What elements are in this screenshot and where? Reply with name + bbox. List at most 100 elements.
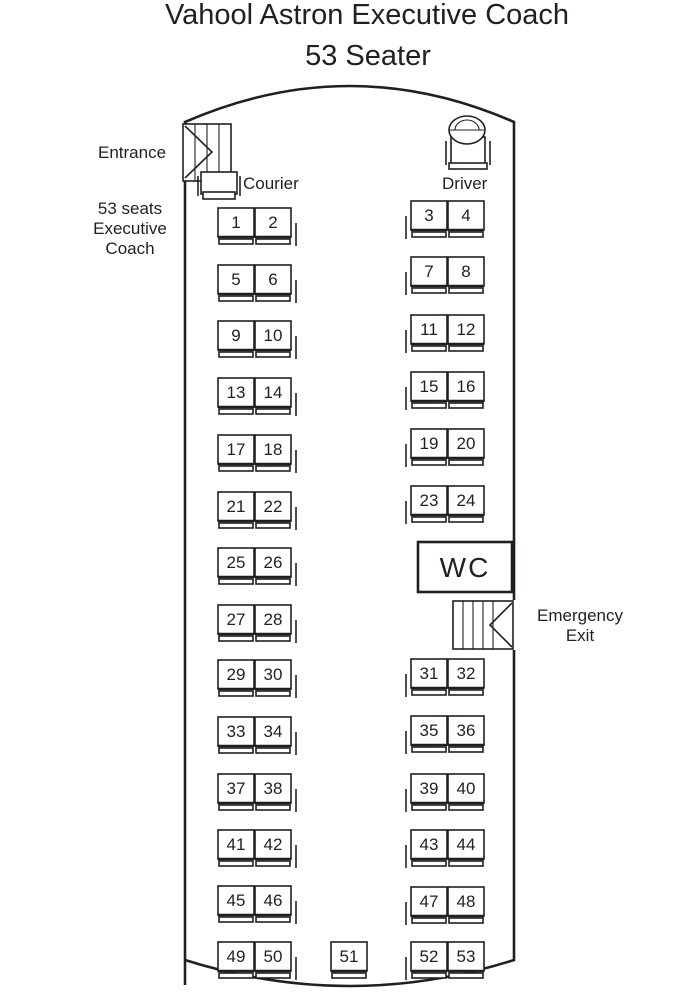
seat-7[interactable]: 7 — [410, 256, 448, 294]
seat-24[interactable]: 24 — [447, 485, 485, 523]
capacity-label-line3: Coach — [105, 239, 154, 258]
seat-41[interactable]: 41 — [217, 829, 255, 867]
seat-number: 6 — [268, 270, 277, 289]
seat-number: 44 — [457, 835, 476, 854]
seat-17[interactable]: 17 — [217, 434, 255, 472]
driver-seat — [445, 115, 491, 170]
seat-8[interactable]: 8 — [447, 256, 485, 294]
seat-51[interactable]: 51 — [330, 941, 368, 979]
seat-number: 30 — [264, 665, 283, 684]
seat-number: 4 — [461, 206, 470, 225]
seat-number: 18 — [264, 440, 283, 459]
seat-19[interactable]: 19 — [410, 428, 448, 466]
seat-37[interactable]: 37 — [217, 773, 255, 811]
seat-22[interactable]: 22 — [254, 491, 292, 529]
seat-number: 43 — [420, 835, 439, 854]
seat-number: 32 — [457, 664, 476, 683]
seat-number: 8 — [461, 262, 470, 281]
seat-15[interactable]: 15 — [410, 371, 448, 409]
seat-43[interactable]: 43 — [410, 829, 448, 867]
seat-31[interactable]: 31 — [410, 658, 448, 696]
driver-label: Driver — [442, 174, 488, 193]
seat-number: 37 — [227, 779, 246, 798]
seat-number: 24 — [457, 491, 476, 510]
seat-40[interactable]: 40 — [447, 773, 485, 811]
seat-34[interactable]: 34 — [254, 716, 292, 754]
seat-27[interactable]: 27 — [217, 604, 255, 642]
seat-32[interactable]: 32 — [447, 658, 485, 696]
seat-49[interactable]: 49 — [217, 941, 255, 979]
seat-number: 7 — [424, 262, 433, 281]
seat-30[interactable]: 30 — [254, 659, 292, 697]
seat-number: 45 — [227, 891, 246, 910]
seat-5[interactable]: 5 — [217, 264, 255, 302]
seat-4[interactable]: 4 — [447, 200, 485, 238]
seat-26[interactable]: 26 — [254, 547, 292, 585]
seat-number: 29 — [227, 665, 246, 684]
seat-25[interactable]: 25 — [217, 547, 255, 585]
seat-number: 23 — [420, 491, 439, 510]
emergency-exit-label-line2: Exit — [566, 626, 595, 645]
seat-10[interactable]: 10 — [254, 320, 292, 358]
seat-2[interactable]: 2 — [254, 207, 292, 245]
seat-number: 34 — [264, 722, 283, 741]
seat-53[interactable]: 53 — [447, 941, 485, 979]
capacity-label-line1: 53 seats — [98, 199, 162, 218]
seat-29[interactable]: 29 — [217, 659, 255, 697]
seat-number: 16 — [457, 377, 476, 396]
seat-33[interactable]: 33 — [217, 716, 255, 754]
seat-23[interactable]: 23 — [410, 485, 448, 523]
seat-number: 50 — [264, 947, 283, 966]
seat-number: 12 — [457, 320, 476, 339]
seat-number: 2 — [268, 213, 277, 232]
seat-number: 14 — [264, 383, 283, 402]
seat-number: 21 — [227, 497, 246, 516]
emergency-exit — [452, 600, 514, 650]
page-title-line2: 53 Seater — [305, 40, 431, 72]
seat-21[interactable]: 21 — [217, 491, 255, 529]
seat-48[interactable]: 48 — [447, 886, 485, 924]
seat-number: 49 — [227, 947, 246, 966]
seat-number: 40 — [457, 779, 476, 798]
seat-16[interactable]: 16 — [447, 371, 485, 409]
seat-number: 11 — [420, 320, 438, 339]
seat-35[interactable]: 35 — [410, 715, 448, 753]
seat-39[interactable]: 39 — [410, 773, 448, 811]
seat-3[interactable]: 3 — [410, 200, 448, 238]
seat-50[interactable]: 50 — [254, 941, 292, 979]
seat-36[interactable]: 36 — [447, 715, 485, 753]
wc-label: WC — [440, 552, 491, 583]
seat-44[interactable]: 44 — [447, 829, 485, 867]
seat-18[interactable]: 18 — [254, 434, 292, 472]
seat-12[interactable]: 12 — [447, 314, 485, 352]
seat-6[interactable]: 6 — [254, 264, 292, 302]
seat-number: 31 — [420, 664, 439, 683]
seat-52[interactable]: 52 — [410, 941, 448, 979]
emergency-exit-label-line1: Emergency — [537, 606, 623, 625]
seat-number: 46 — [264, 891, 283, 910]
seat-1[interactable]: 1 — [217, 207, 255, 245]
seat-number: 19 — [420, 434, 439, 453]
seat-20[interactable]: 20 — [447, 428, 485, 466]
seat-42[interactable]: 42 — [254, 829, 292, 867]
wc-cabin: WC — [416, 540, 514, 594]
seat-11[interactable]: 11 — [410, 314, 448, 352]
seat-number: 20 — [457, 434, 476, 453]
seat-number: 42 — [264, 835, 283, 854]
seat-45[interactable]: 45 — [217, 885, 255, 923]
seat-28[interactable]: 28 — [254, 604, 292, 642]
seat-14[interactable]: 14 — [254, 377, 292, 415]
seat-38[interactable]: 38 — [254, 773, 292, 811]
seat-46[interactable]: 46 — [254, 885, 292, 923]
seat-number: 5 — [231, 270, 240, 289]
seat-number: 33 — [227, 722, 246, 741]
seat-number: 36 — [457, 721, 476, 740]
capacity-label-line2: Executive — [93, 219, 167, 238]
seat-47[interactable]: 47 — [410, 886, 448, 924]
seat-13[interactable]: 13 — [217, 377, 255, 415]
seat-number: 17 — [227, 440, 246, 459]
seat-number: 13 — [227, 383, 246, 402]
seat-9[interactable]: 9 — [217, 320, 255, 358]
seat-number: 53 — [457, 947, 476, 966]
